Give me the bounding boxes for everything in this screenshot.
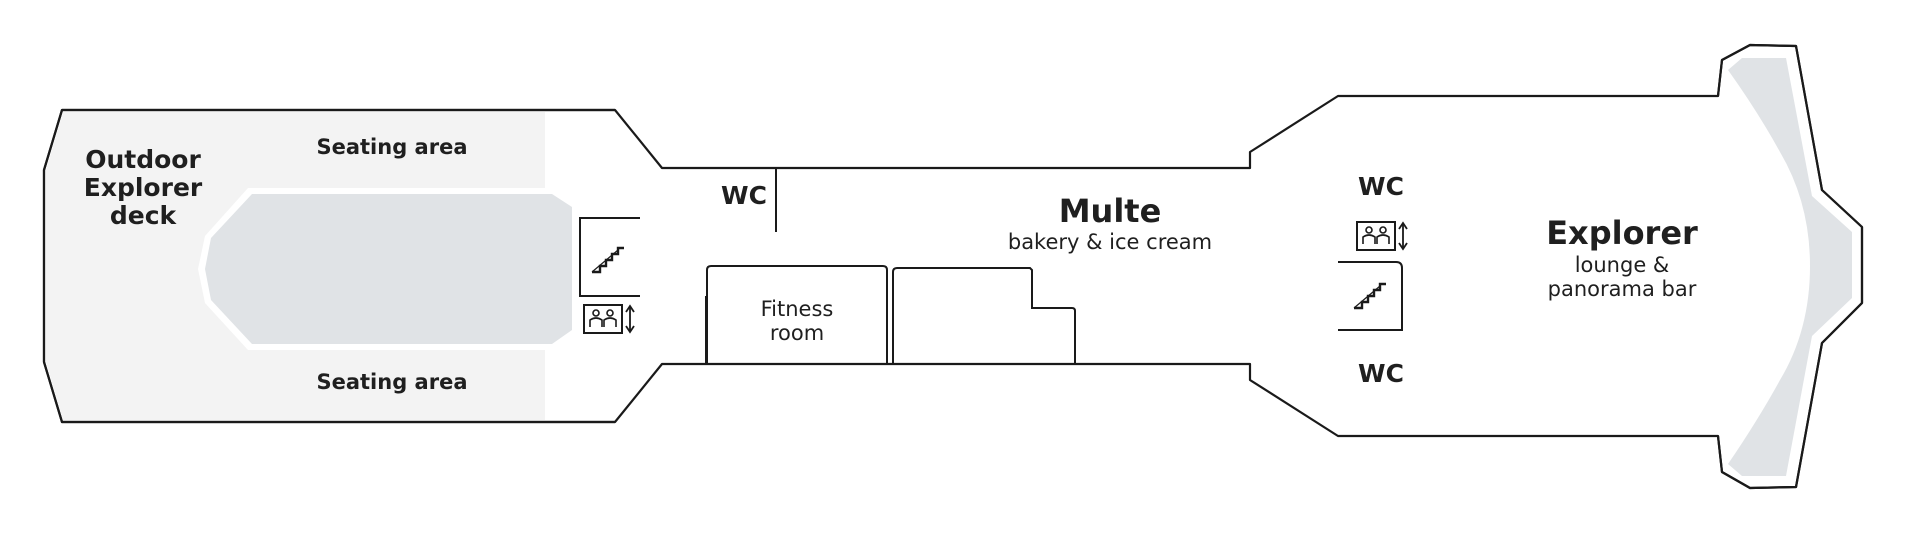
fitness-line2: room: [769, 320, 825, 345]
explorer-line1: lounge &: [1574, 253, 1670, 277]
outdoor-deck-line2: Explorer: [83, 173, 203, 202]
deck-outline-left: [42, 108, 615, 424]
outdoor-deck-line1: Outdoor: [85, 145, 201, 174]
fitness-room-label: Fitness room: [712, 297, 882, 345]
seating-area-bottom-label: Seating area: [316, 370, 468, 394]
panorama-window-area: [1728, 58, 1852, 476]
stair-bay-left: [579, 217, 640, 297]
pool-area: [205, 194, 572, 344]
seating-area-top-label: Seating area: [316, 135, 468, 159]
stairs-icon: [1353, 282, 1386, 310]
multe-subtitle: bakery & ice cream: [1007, 230, 1213, 254]
stairs-icon: [591, 246, 624, 274]
wc-right-bottom-label: WC: [1358, 359, 1404, 388]
wc-right-top-label: WC: [1358, 172, 1404, 201]
elevator-icon: [1356, 221, 1408, 251]
deck-outline-bow: [1716, 43, 1864, 490]
multe-counter: [892, 267, 1076, 364]
elevator-icon: [583, 304, 635, 334]
explorer-subtitle: lounge & panorama bar: [1517, 253, 1727, 301]
multe-title: Multe: [1058, 192, 1162, 230]
explorer-line2: panorama bar: [1547, 276, 1697, 301]
stair-bay-right: [1338, 261, 1403, 331]
fitness-room-walls: [706, 265, 888, 364]
wc-label: WC: [721, 181, 767, 210]
outdoor-deck-label: Outdoor Explorer deck: [58, 146, 228, 230]
fitness-line1: Fitness: [760, 297, 834, 321]
outdoor-deck-line3: deck: [109, 201, 177, 230]
explorer-title: Explorer: [1546, 214, 1698, 252]
